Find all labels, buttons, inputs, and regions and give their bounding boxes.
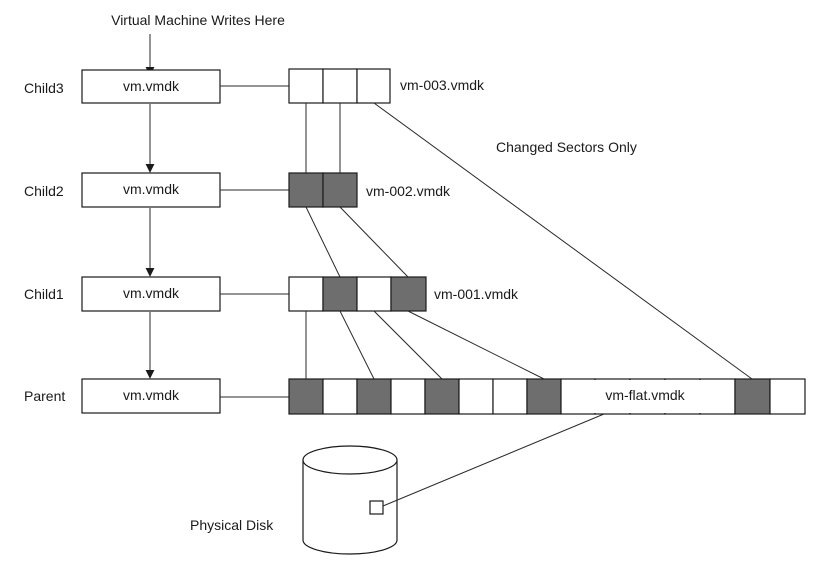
disk-link-line xyxy=(382,413,605,507)
changed-sectors-label: Changed Sectors Only xyxy=(496,139,637,155)
row-label-child2: Child2 xyxy=(24,183,64,199)
physical-disk-icon xyxy=(302,445,398,555)
row-label-child3: Child3 xyxy=(24,80,64,96)
sector-strip-child1 xyxy=(288,276,427,312)
sector-parent-2 xyxy=(356,378,392,415)
file-label-parent-backdrop xyxy=(562,380,734,413)
sector-parent-3 xyxy=(390,378,426,415)
map-line xyxy=(373,102,753,380)
sector-parent-7 xyxy=(526,378,562,415)
map-line xyxy=(373,310,443,380)
file-label-child1: vm-001.vmdk xyxy=(434,286,519,302)
sector-strip-child2 xyxy=(288,172,358,208)
sector-child1-1 xyxy=(322,276,358,312)
sector-parent-4 xyxy=(424,378,460,415)
file-label-child3: vm-003.vmdk xyxy=(400,77,485,93)
descriptor-label-child1: vm.vmdk xyxy=(123,285,180,301)
sector-parent-6 xyxy=(492,378,528,415)
sector-child3-2 xyxy=(356,68,391,104)
sector-child3-0 xyxy=(288,68,324,104)
physical-disk-label: Physical Disk xyxy=(190,517,274,533)
file-label-child2: vm-002.vmdk xyxy=(366,183,451,199)
sector-parent-5 xyxy=(458,378,494,415)
sector-parent-13 xyxy=(734,378,771,415)
row-label-child1: Child1 xyxy=(24,286,64,302)
sector-child1-3 xyxy=(390,276,427,312)
sector-parent-1 xyxy=(322,378,358,415)
sector-child3-1 xyxy=(322,68,358,104)
descriptor-box-child3 xyxy=(81,69,221,104)
sector-mapping-lines xyxy=(305,102,753,380)
sector-child2-0 xyxy=(288,172,324,208)
descriptor-box-child2 xyxy=(81,172,221,208)
map-line xyxy=(407,310,545,380)
descriptor-label-child2: vm.vmdk xyxy=(123,181,180,197)
sector-parent-0 xyxy=(288,378,324,415)
sector-strip-child3 xyxy=(288,68,391,104)
row-label-parent: Parent xyxy=(24,388,65,404)
descriptor-label-child3: vm.vmdk xyxy=(123,78,180,94)
sector-parent-14 xyxy=(769,378,806,415)
descriptor-label-parent: vm.vmdk xyxy=(123,387,180,403)
disk-body xyxy=(302,460,398,555)
map-line xyxy=(305,206,341,278)
disk-top xyxy=(302,445,398,475)
map-line xyxy=(339,206,409,278)
sector-child1-0 xyxy=(288,276,324,312)
sector-child2-1 xyxy=(322,172,358,208)
writes-here-label: Virtual Machine Writes Here xyxy=(111,12,285,28)
sector-child1-2 xyxy=(356,276,392,312)
map-line xyxy=(339,310,375,380)
disk-sector-marker xyxy=(369,500,384,515)
descriptor-box-parent xyxy=(81,378,221,414)
file-label-parent: vm-flat.vmdk xyxy=(605,387,685,403)
